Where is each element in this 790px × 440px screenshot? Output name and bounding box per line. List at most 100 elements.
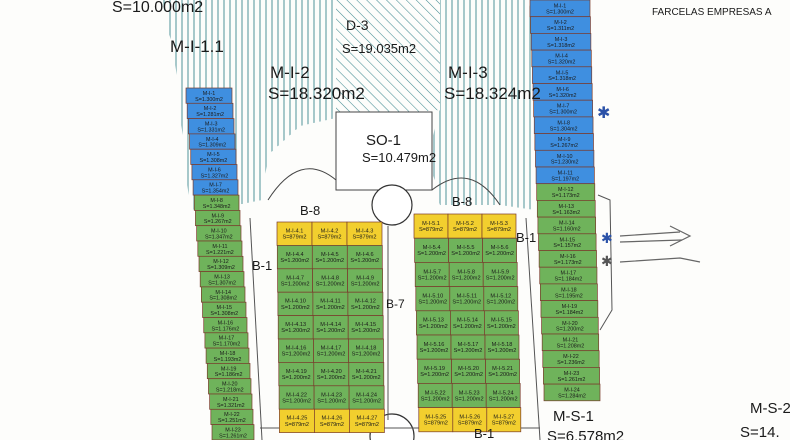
- block-left-plot-r8-c3-area: S=1.200m2: [352, 398, 381, 404]
- block-left-plot-r9-c3: M-I-4.27S=879m2: [349, 408, 385, 433]
- zone-d3-name: D-3: [346, 17, 369, 33]
- block-left-plot-r8-c1-id: M-I-4.22: [286, 392, 307, 398]
- block-right-plot-r8-c2-id: M-I-5.23: [459, 390, 480, 396]
- left-plot-13-area: S=1.307m2: [208, 280, 236, 286]
- block-right-plot-r6-c3-id: M-I-5.18: [492, 342, 513, 348]
- block-left-plot-r5-c2-area: S=1.200m2: [316, 328, 345, 334]
- left-plot-10-area: S=1.347m2: [205, 234, 233, 240]
- left-plot-6-area: S=1.327m2: [201, 173, 229, 179]
- right-plot-12-area: S=1.173m2: [552, 193, 580, 199]
- block-right-plot-r5-c1: M-I-5.13S=1.200m2: [416, 310, 451, 336]
- left-plot-19-area: S=1.186m2: [215, 372, 243, 378]
- right-plot-22-area: S=1.236m2: [557, 360, 585, 366]
- block-left-plot-r3-c1-id: M-I-4.7: [286, 275, 304, 281]
- block-left-plot-r8-c3-id: M-I-4.24: [356, 392, 377, 398]
- right-plot-21-id: M-I-21: [563, 338, 579, 344]
- block-left-plot-r9-c2-area: S=879m2: [320, 422, 344, 428]
- left-plot-6-id: M-I-6: [208, 167, 221, 173]
- right-plot-10: M-I-10S=1.230m2: [535, 149, 595, 168]
- block-right-plot-r7-c2-shape: [451, 358, 486, 384]
- left-plot-7-id: M-I-7: [209, 183, 222, 189]
- right-plot-14-area: S=1.160m2: [553, 227, 581, 233]
- block-right-plot-r7-c2: M-I-5.20S=1.200m2: [451, 358, 486, 384]
- left-plot-13-id: M-I-13: [214, 274, 230, 280]
- block-right-plot-r3-c3-shape: [482, 262, 518, 287]
- block-right-plot-r1-c3-area: S=879m2: [487, 227, 511, 233]
- block-right-plot-r4-c3: M-I-5.12S=1.200m2: [483, 286, 519, 312]
- zone-ms2-area: S=14.: [740, 424, 780, 440]
- block-left-plot-r7-c1-id: M-I-4.19: [286, 369, 307, 375]
- right-plot-16-id: M-I-16: [560, 254, 576, 260]
- left-plot-strip: M-I-1S=1.300m2M-I-2S=1.281m2M-I-3S=1.331…: [185, 87, 255, 440]
- legend-title: FARCELAS EMPRESAS A: [652, 7, 772, 18]
- block-left-plot-r6-c3-id: M-I-4.18: [356, 346, 377, 352]
- right-plot-9-id: M-I-9: [558, 137, 571, 143]
- block-right-plot-r8-c1-shape: [417, 383, 453, 408]
- block-right-plot-r4-c1-area: S=1.200m2: [418, 300, 447, 306]
- block-left-plot-r4-c1-id: M-I-4.10: [285, 299, 306, 305]
- block-left-plot-r2-c1: M-I-4.4S=1.200m2: [276, 245, 313, 270]
- left-plot-21: M-I-21S=1.321m2: [209, 393, 253, 410]
- block-right-plot-r3-c3-area: S=1.200m2: [486, 275, 515, 281]
- left-plot-19-id: M-I-19: [221, 366, 237, 372]
- right-plot-20-id: M-I-20: [562, 321, 578, 327]
- left-plot-16: M-I-16S=1.176m2: [203, 317, 248, 334]
- block-left-plot-r3-c2-id: M-I-4.8: [321, 275, 339, 281]
- left-plot-13: M-I-13S=1.307m2: [199, 271, 245, 288]
- block-left-plot-r1-c3-id: M-I-4.3: [356, 229, 374, 235]
- block-left-plot-r4-c2-id: M-I-4.11: [320, 299, 340, 305]
- block-left-plot-r9-c1: M-I-4.25S=879m2: [279, 408, 315, 433]
- right-plot-18-id: M-I-18: [561, 287, 577, 293]
- block-left-plot-r6-c1: M-I-4.16S=1.200m2: [278, 338, 314, 363]
- block-left-plot-r3-c3-id: M-I-4.9: [356, 275, 374, 281]
- left-plot-15-id: M-I-15: [216, 305, 232, 311]
- block-right-plot-r7-c3-shape: [485, 358, 520, 384]
- block-right-plot-r7-c3-area: S=1.200m2: [488, 372, 517, 378]
- block-left-plot-r6-c2-id: M-I-4.17: [321, 346, 342, 352]
- right-plot-1-area: S=1.300m2: [546, 9, 574, 15]
- right-plot-22-id: M-I-22: [563, 354, 579, 360]
- block-right-plot-r8-c3-area: S=1.200m2: [489, 396, 518, 402]
- zone-mi2-area: S=18.320m2: [268, 84, 365, 103]
- block-right-plot-r5-c1-area: S=1.200m2: [419, 324, 448, 330]
- right-plot-23-id: M-I-23: [564, 371, 580, 377]
- block-right-plot-r9-c2: M-I-5.26S=879m2: [452, 407, 488, 433]
- block-right-plot-r9-c3-area: S=879m2: [492, 421, 516, 427]
- block-right-plot-r1-c1-area: S=879m2: [419, 227, 443, 233]
- road-b8-right: B-8: [452, 194, 472, 209]
- block-right-plot-r7-c1-shape: [417, 358, 452, 384]
- block-left-plot-r3-c3: M-I-4.9S=1.200m2: [347, 268, 383, 293]
- block-right-plot-r3-c2-area: S=1.200m2: [452, 275, 481, 281]
- block-right-plot-r2-c3-area: S=1.200m2: [485, 251, 514, 257]
- zone-mi3-hatch: [430, 0, 540, 210]
- zone-d3-area: S=19.035m2: [342, 41, 416, 56]
- block-right-plot-r2-c2: M-I-5.5S=1.200m2: [448, 237, 483, 263]
- block-left-plot-r2-c2: M-I-4.5S=1.200m2: [311, 245, 348, 270]
- right-plot-14: M-I-14S=1.160m2: [537, 216, 597, 235]
- block-left-plot-r2-c1-id: M-I-4.4: [286, 252, 304, 258]
- block-right-plot-r2-c3: M-I-5.6S=1.200m2: [482, 237, 517, 263]
- block-left-plot-r7-c3: M-I-4.21S=1.200m2: [348, 362, 385, 387]
- block-right-plot-r7-c1: M-I-5.19S=1.200m2: [417, 358, 452, 384]
- block-left-plot-r9-c2-id: M-I-4.26: [321, 416, 342, 422]
- right-plot-12-id: M-I-12: [558, 187, 574, 193]
- block-left-plot-r5-c3: M-I-4.15S=1.200m2: [347, 315, 384, 340]
- right-plot-20: M-I-20S=1.200m2: [541, 316, 599, 335]
- block-right-plot-r7-c1-area: S=1.200m2: [420, 372, 449, 378]
- block-right-plot-r4-c3-id: M-I-5.12: [490, 293, 511, 299]
- left-plot-5: M-I-5S=1.308m2: [190, 148, 237, 165]
- block-right-plot-r5-c3-id: M-I-5.15: [491, 318, 512, 324]
- left-plot-22-id: M-I-22: [224, 412, 240, 418]
- block-left-plot-r2-c2-area: S=1.200m2: [315, 258, 344, 264]
- block-right-plot-r3-c2-shape: [448, 262, 484, 287]
- block-right-plot-r5-c2-id: M-I-5.14: [457, 318, 478, 324]
- block-left-plot-r8-c3: M-I-4.24S=1.200m2: [348, 385, 385, 410]
- right-plot-17: M-I-17S=1.184m2: [539, 266, 598, 285]
- left-plot-21-id: M-I-21: [223, 397, 239, 403]
- block-left-plot-r1-c3-area: S=879m2: [352, 235, 376, 241]
- block-left-plot-r2-c3-id: M-I-4.6: [356, 252, 374, 258]
- block-right-plot-r8-c2: M-I-5.23S=1.200m2: [451, 383, 487, 408]
- block-right-plot-r4-c3-area: S=1.200m2: [486, 300, 515, 306]
- right-plot-6-area: S=1.320m2: [549, 93, 577, 99]
- left-plot-7-area: S=1.354m2: [202, 189, 230, 195]
